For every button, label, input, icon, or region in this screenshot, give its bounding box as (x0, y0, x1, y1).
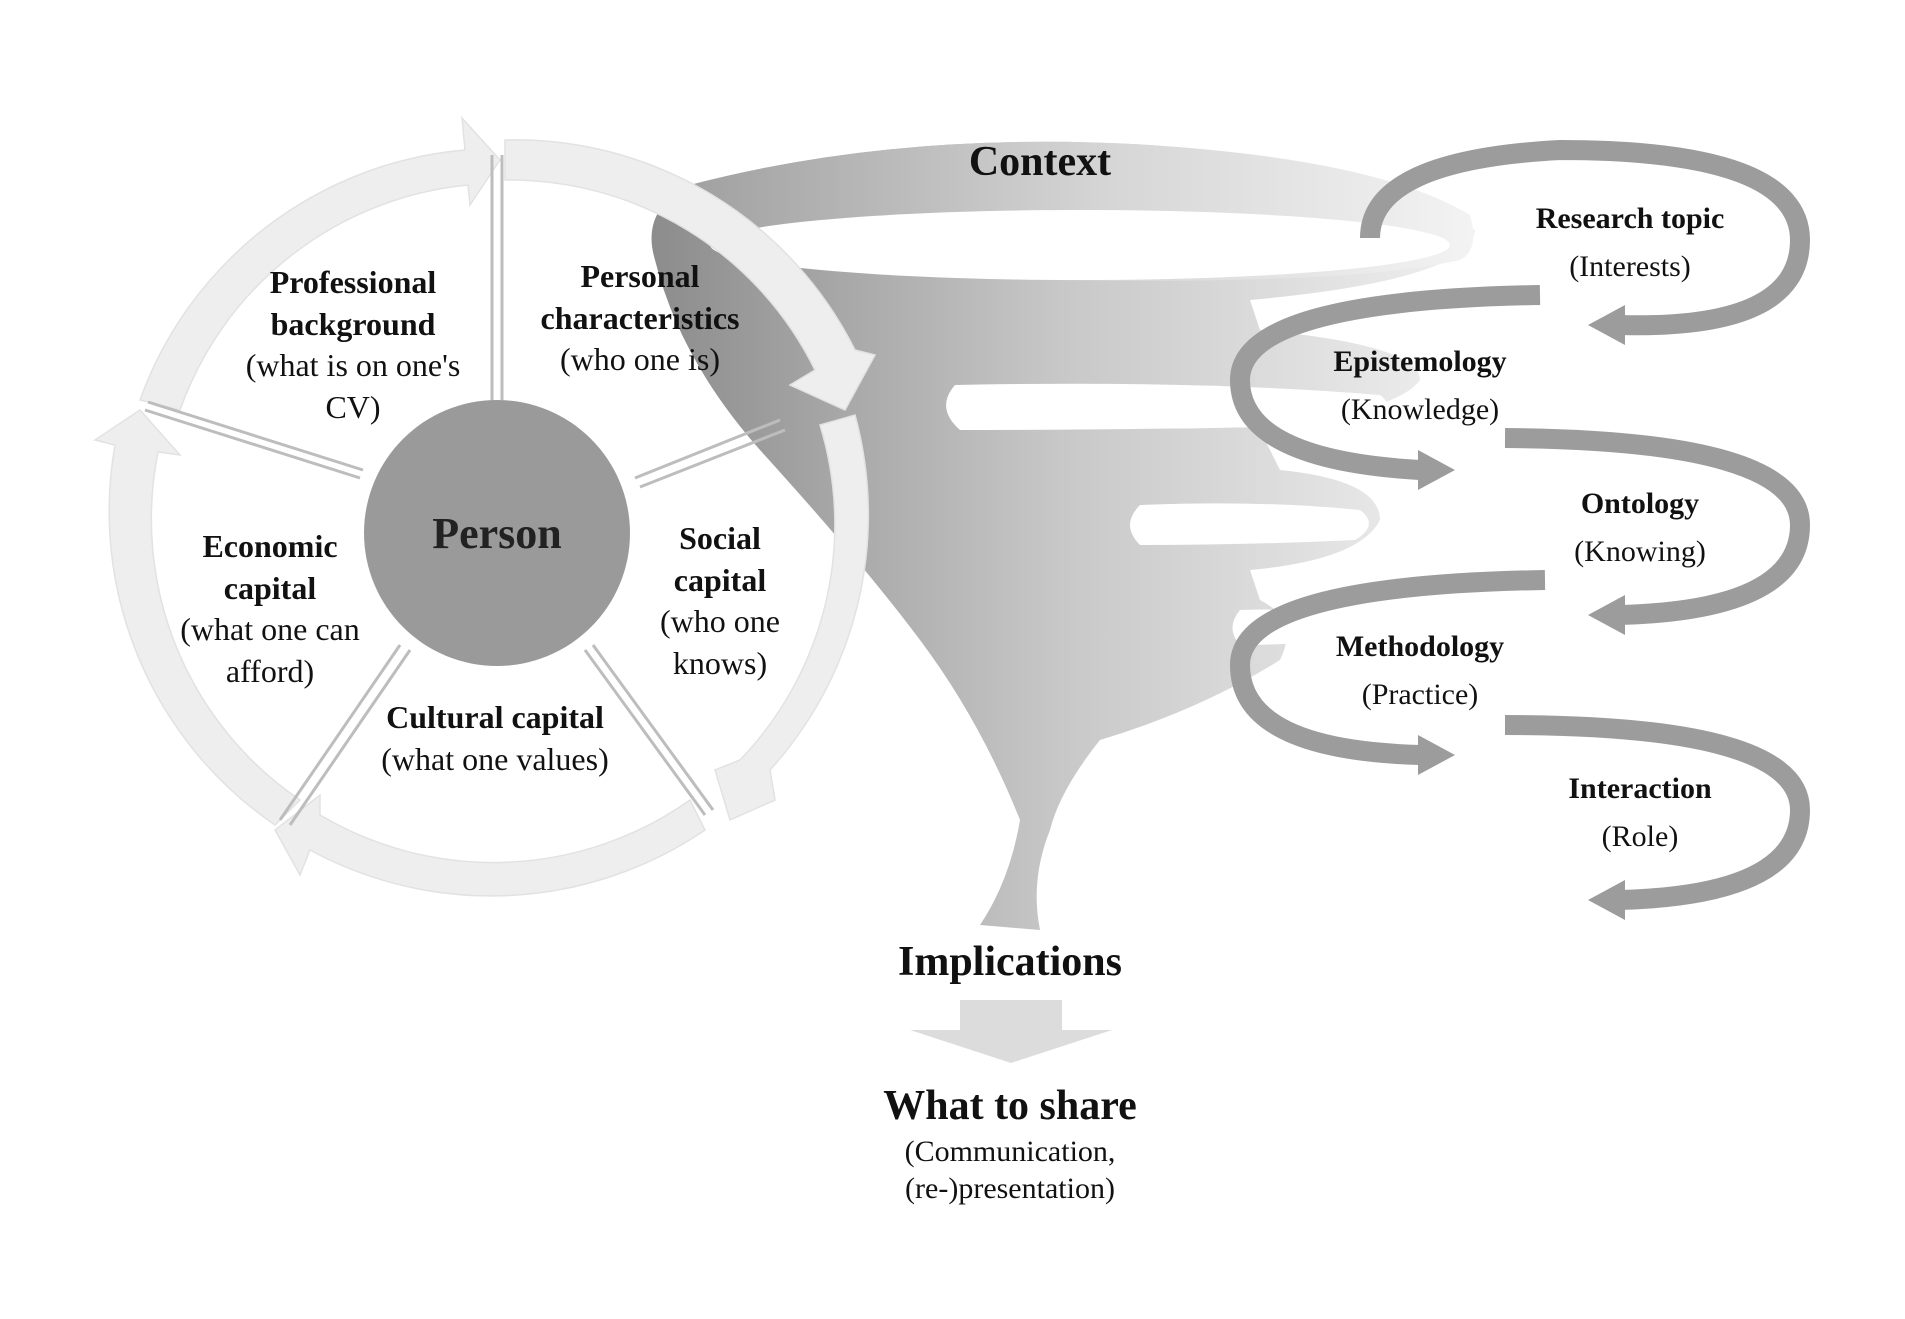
ring-dividers (144, 155, 786, 826)
segment-economic: Economic capital (what one can afford) (165, 526, 375, 692)
segment-economic-sub: (what one can afford) (180, 611, 360, 689)
segment-social-sub: (who one knows) (660, 603, 780, 681)
spiral-epistemology: Epistemology (Knowledge) (1300, 338, 1540, 434)
spiral-interaction: Interaction (Role) (1530, 765, 1750, 861)
segment-cultural-sub: (what one values) (381, 740, 609, 777)
spiral-ontology: Ontology (Knowing) (1530, 480, 1750, 576)
epistemology-title: Epistemology (1333, 345, 1507, 378)
methodology-title: Methodology (1335, 630, 1505, 663)
implications-down-arrow (910, 1000, 1112, 1063)
segment-social: Social capital (who one knows) (640, 518, 800, 684)
person-cycle-ring (93, 115, 877, 897)
epistemology-sub: (Knowledge) (1340, 393, 1500, 426)
ontology-title: Ontology (1580, 487, 1700, 520)
segment-economic-title: Economic capital (202, 528, 338, 606)
segment-personal-title: Personal characteristics (540, 258, 740, 336)
spiral-loops (1229, 139, 1811, 910)
segment-social-title: Social capital (673, 520, 767, 598)
segment-cultural: Cultural capital (what one values) (360, 697, 630, 780)
what-to-share-line2: (re-)presentation) (905, 1172, 1115, 1205)
ontology-sub: (Knowing) (1574, 535, 1706, 568)
interaction-title: Interaction (1568, 772, 1712, 805)
segment-professional-title: Professional background (269, 264, 437, 342)
spiral-methodology: Methodology (Practice) (1300, 623, 1540, 719)
person-circle (364, 400, 630, 666)
research-topic-sub: (Interests) (1569, 250, 1691, 283)
interaction-sub: (Role) (1601, 820, 1679, 853)
segment-professional: Professional background (what is on one'… (218, 262, 488, 428)
segment-personal: Personal characteristics (who one is) (520, 256, 760, 381)
methodology-sub: (Practice) (1361, 678, 1479, 711)
segment-professional-sub: (what is on one's CV) (245, 347, 461, 425)
spiral-arrowheads (1418, 305, 1625, 920)
spiral-research-topic: Research topic (Interests) (1490, 195, 1770, 291)
what-to-share-title: What to share (883, 1083, 1137, 1129)
research-topic-title: Research topic (1535, 202, 1725, 235)
person-label: Person (432, 509, 562, 558)
implications-label: Implications (897, 939, 1123, 985)
context-label: Context (968, 139, 1112, 185)
what-to-share-line1: (Communication, (904, 1134, 1116, 1168)
what-to-share-block: What to share (Communication, (re-)prese… (830, 1080, 1190, 1208)
segment-personal-sub: (who one is) (560, 341, 720, 378)
segment-cultural-title: Cultural capital (386, 699, 604, 735)
